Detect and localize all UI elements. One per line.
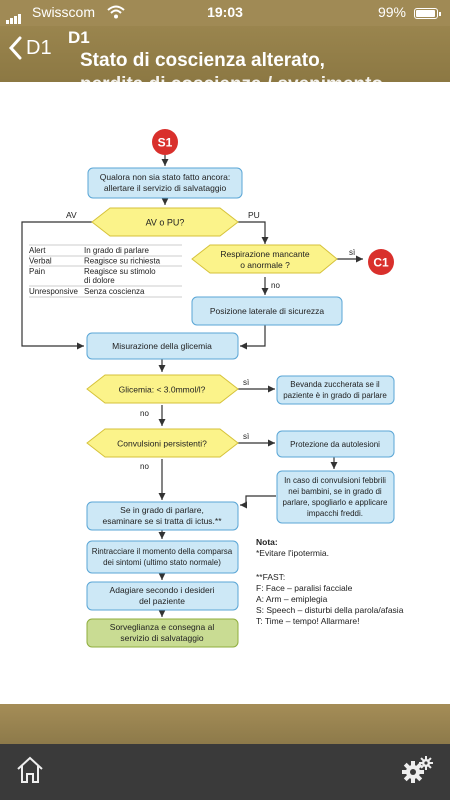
febrile-line3: parlare, spogliarlo e applicare [283,498,389,507]
handover-box [86,618,239,648]
handover-line2: servizio di salvataggio [120,633,203,643]
back-button[interactable]: D1 [8,36,52,60]
svg-text:Unresponsive: Unresponsive [29,287,78,296]
avpu-u-key: U [29,287,35,296]
febrile-box [276,470,395,524]
avpu-p-desc2: di dolore [84,276,115,285]
c1-label: C1 [373,256,389,270]
c1-badge [368,249,394,275]
breathing-yes: sì [349,248,355,257]
wifi-icon [107,5,125,19]
avpu-a-word: lert [34,246,46,255]
ictus-line1: Se in grado di parlare, [120,505,204,515]
battery-icon [414,8,441,19]
fast-title: **FAST: [256,572,285,582]
battery-percent: 99% [377,4,406,20]
febrile-line1: In caso di convulsioni febbrili [284,476,386,485]
alert-line2: allertare il servizio di salvataggio [104,183,227,193]
febrile-line2: nei bambini, se in grado di [288,487,382,496]
avpu-v-desc: Reagisce su richiesta [84,257,161,266]
fast-t: T: Time – tempo! Allarmare! [256,616,359,626]
convulsion-question: Convulsioni persistenti? [117,439,207,449]
side-position-text: Posizione laterale di sicurezza [210,306,325,316]
glycemia-measure-text: Misurazione della glicemia [112,341,212,351]
flow-connectors [21,155,363,617]
svg-text:Alert: Alert [29,246,46,255]
onset-line2: dei sintomi (ultimo stato normale) [103,558,221,567]
gear-icon [402,756,433,783]
pu-label: PU [248,210,260,220]
chevron-left-icon [8,36,22,60]
avpu-p-key: P [29,267,34,276]
breathing-line2: o anormale ? [240,260,290,270]
notes: Nota: *Evitare l'ipotermia. **FAST: F: F… [256,537,404,626]
nav-bar: D1 D1 Stato di coscienza alterato, perdi… [0,26,450,82]
breathing-line1: Respirazione mancante [220,249,310,259]
adapt-line2: del paziente [139,596,185,606]
svg-text:Verbal: Verbal [29,257,52,266]
side-position-box [191,296,343,326]
note-title: Nota: [256,537,278,547]
glycemia-measure-box [86,332,239,360]
page-title: Stato di coscienza alterato, [80,50,325,71]
page-title-line2: perdita di coscienza / svenimento [80,74,383,82]
onset-line1: Rintracciare il momento della comparsa [92,547,233,556]
tab-bar [0,744,450,800]
convulsion-no: no [140,462,149,471]
svg-text:Pain: Pain [29,267,45,276]
settings-button[interactable] [400,754,434,791]
adapt-box [86,581,239,611]
breathing-diamond [191,244,338,274]
start-badge-s1 [152,129,178,155]
home-button[interactable] [14,754,46,791]
avpu-a-desc: In grado di parlare [84,246,149,255]
avpu-p-word: ain [34,267,45,276]
breathing-no: no [271,281,280,290]
fast-s: S: Speech – disturbi della parola/afasia [256,605,404,615]
sugar-drink-line1: Bevanda zuccherata se il [290,380,380,389]
avpu-table: Alert In grado di parlare Verbal Reagisc… [29,244,182,298]
chapter-code: D1 [68,28,90,47]
sugar-drink-line2: paziente è in grado di parlare [283,391,387,400]
av-label: AV [66,210,77,220]
start-label: S1 [158,136,173,150]
avpu-u-word: nresponsive [35,287,79,296]
ictus-box [86,501,239,531]
glycemia-diamond [86,374,239,404]
handover-line1: Sorveglianza e consegna al [110,622,215,632]
adapt-line1: Adagiare secondo i desideri [110,585,215,595]
av-pu-question: AV o PU? [146,218,185,228]
sugar-drink-box [276,375,395,405]
back-label: D1 [26,36,52,59]
glycemia-yes: sì [243,378,249,387]
fast-f: F: Face – paralisi facciale [256,583,353,593]
self-harm-box [276,430,395,458]
avpu-u-desc: Senza coscienza [84,287,145,296]
flowchart-panel[interactable]: S1 Qualora non sia stato fatto ancora: a… [0,82,450,704]
bottom-background [0,704,450,744]
glycemia-no: no [140,409,149,418]
clock: 19:03 [207,4,243,20]
febrile-line4: impacchi freddi. [307,509,363,518]
note-hypothermia: *Evitare l'ipotermia. [256,548,329,558]
alert-line1: Qualora non sia stato fatto ancora: [100,172,230,182]
avpu-v-key: V [29,257,35,266]
home-icon [17,756,43,783]
avpu-v-word: erbal [34,257,52,266]
status-bar: Swisscom 19:03 99% [0,0,450,26]
signal-icon [6,8,22,24]
glycemia-question: Glicemia: < 3.0mmol/l? [119,385,206,395]
convulsion-diamond [86,428,239,458]
flowchart: S1 Qualora non sia stato fatto ancora: a… [21,129,404,648]
ictus-line2: esaminare se si tratta di ictus.** [102,516,222,526]
fast-a: A: Arm – emiplegia [256,594,328,604]
avpu-a-key: A [29,246,35,255]
av-pu-diamond [91,207,239,237]
carrier-label: Swisscom [32,4,96,20]
avpu-p-desc1: Reagisce su stimolo [84,267,156,276]
self-harm-text: Protezione da autolesioni [290,440,380,449]
convulsion-yes: sì [243,432,249,441]
onset-box [86,540,239,574]
alert-box [87,167,243,199]
